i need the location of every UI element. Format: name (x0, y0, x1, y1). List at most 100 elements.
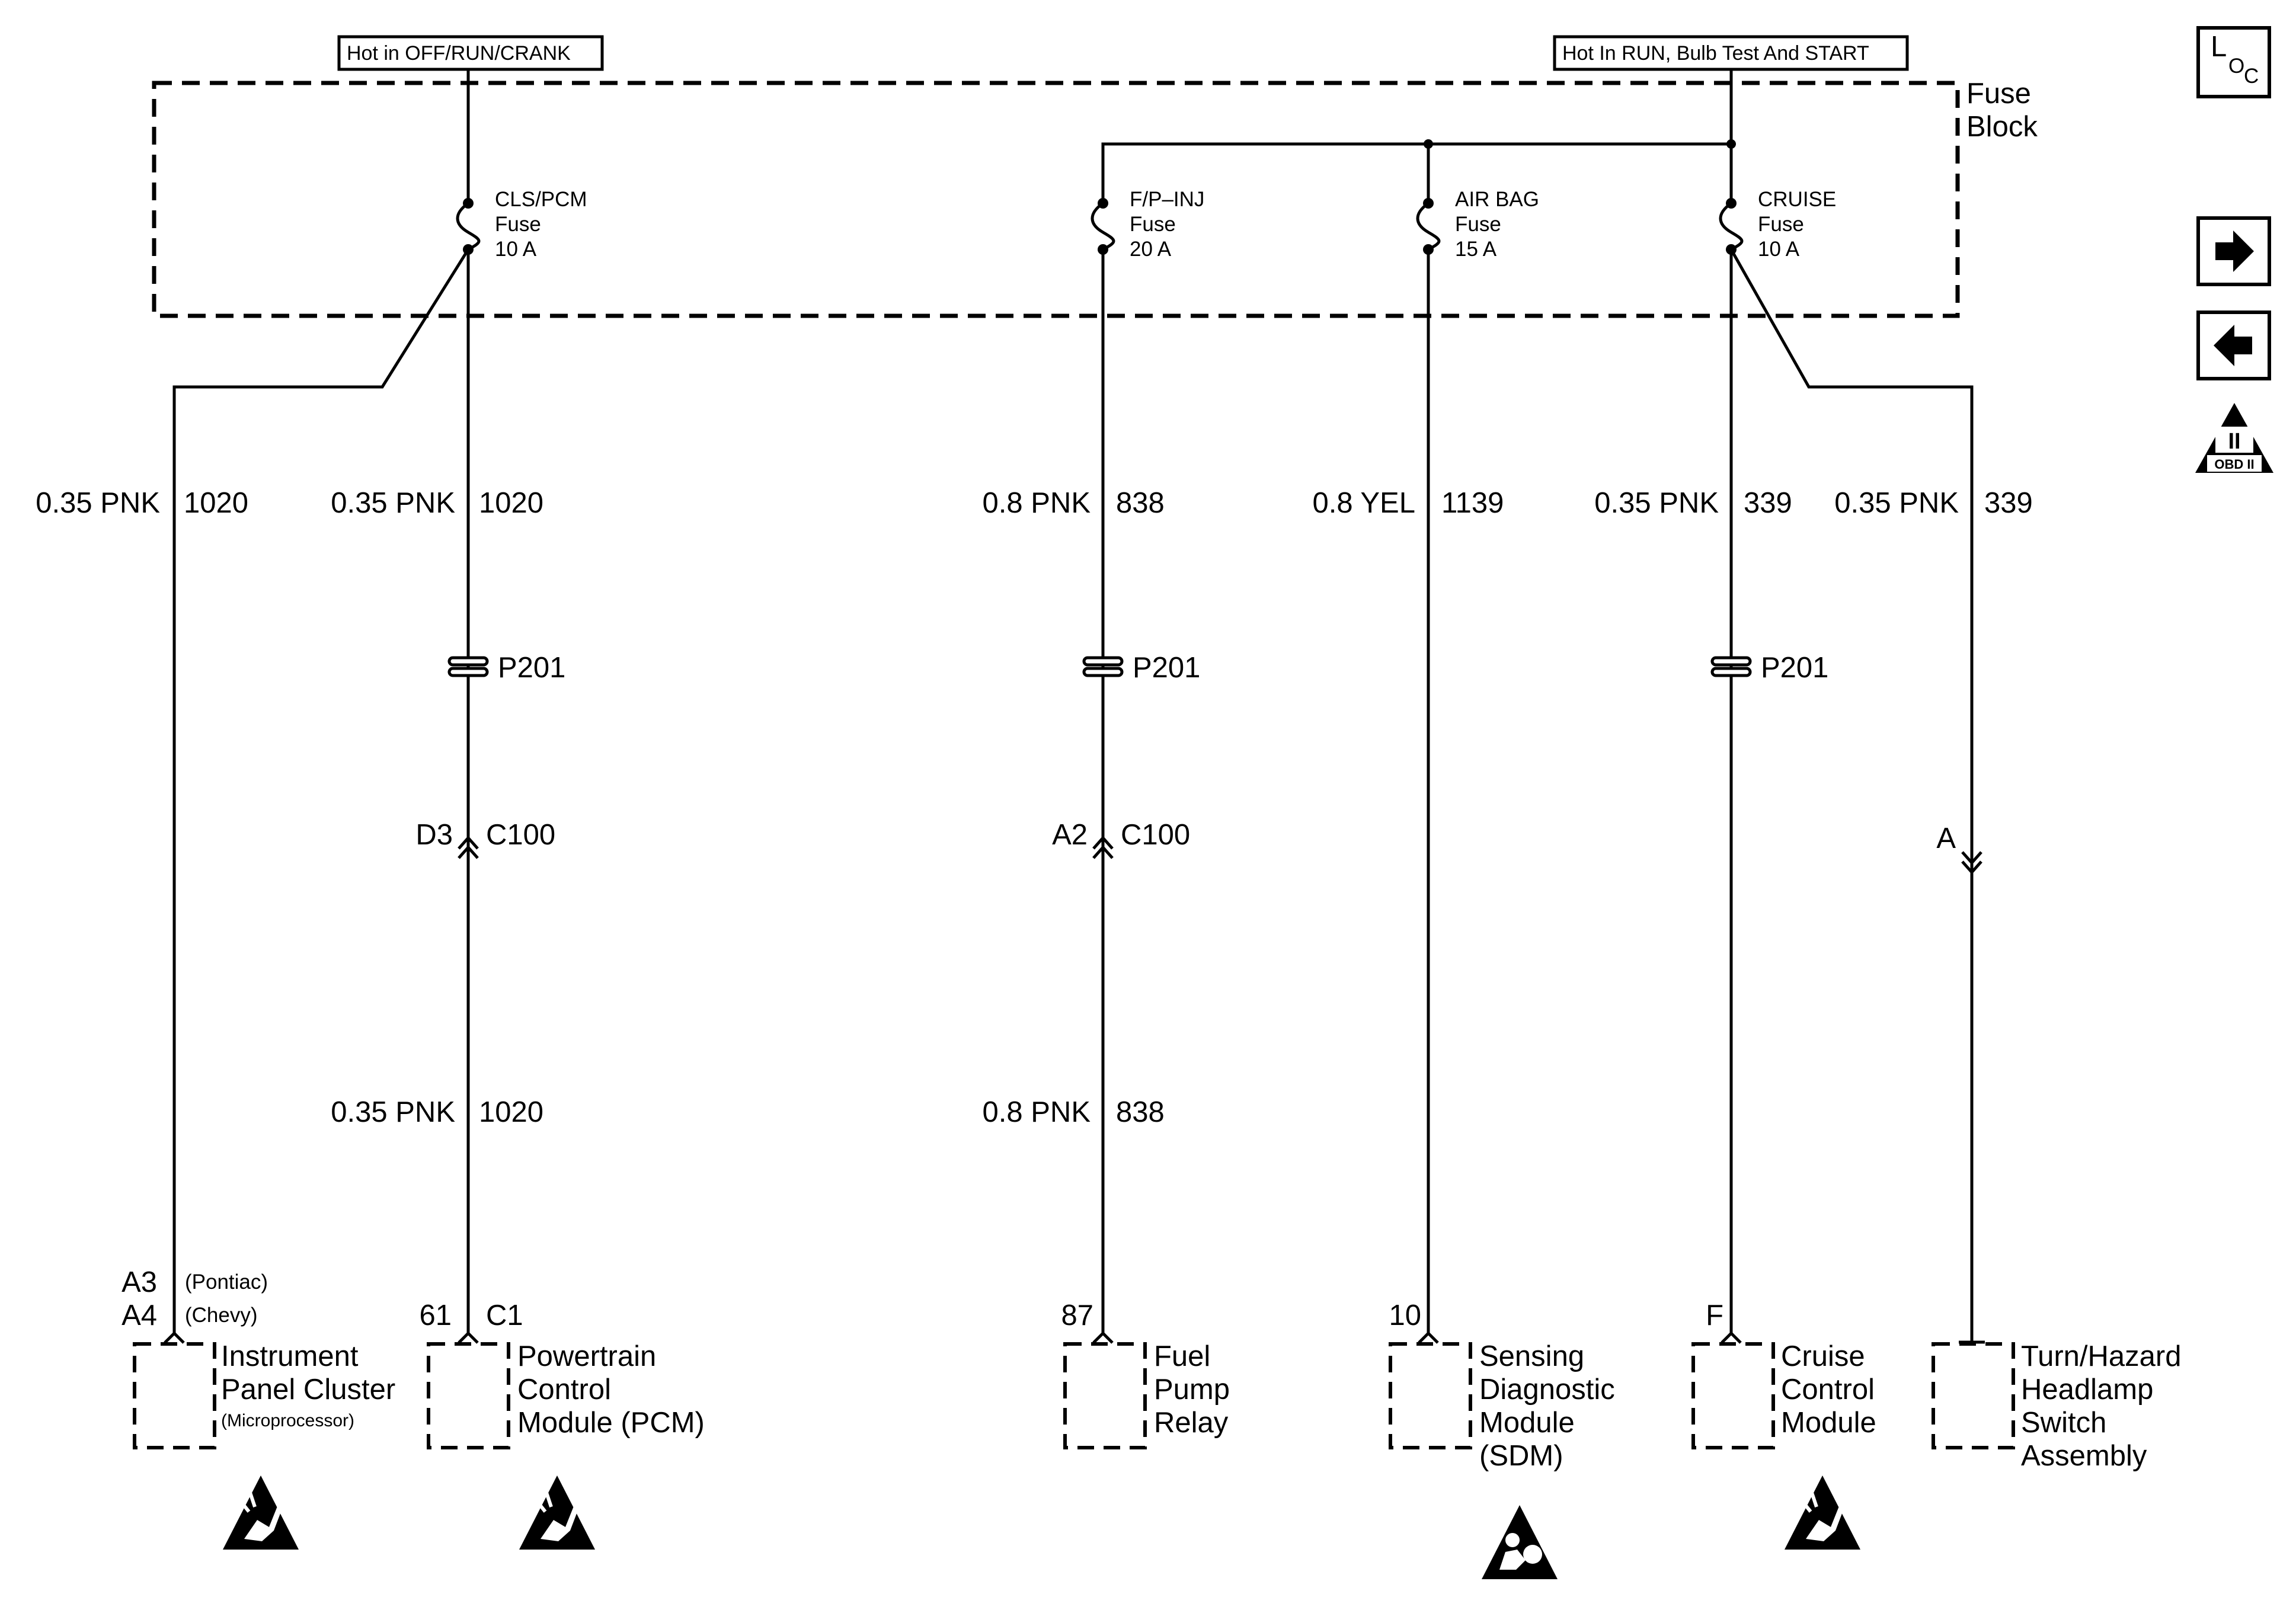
fuse-air-bag (1416, 198, 1441, 255)
pin-label: 10 (1389, 1299, 1421, 1331)
component-label: Diagnostic (1479, 1374, 1615, 1406)
component-label: Switch (2021, 1407, 2106, 1439)
power-label-left: Hot in OFF/RUN/CRANK (337, 35, 604, 71)
wire-gauge: 0.35 PNK (331, 487, 455, 519)
component-label: Pump (1154, 1374, 1230, 1406)
svg-text:OBD II: OBD II (2214, 457, 2254, 472)
fuse-rating: 10 A (1758, 238, 1800, 261)
svg-text:Hot in OFF/RUN/CRANK: Hot in OFF/RUN/CRANK (347, 42, 571, 65)
splice-label: P201 (1761, 652, 1828, 684)
component-label: Instrument (221, 1340, 359, 1372)
airbag-warning-icon (1482, 1505, 1558, 1579)
fuse-block-label-line2: Block (1966, 111, 2038, 143)
fuse-name: CLS/PCM (495, 188, 587, 211)
inline-connector (1961, 851, 1982, 875)
pin-arrow (164, 1331, 185, 1344)
component-label: Relay (1154, 1407, 1229, 1439)
component-label: Turn/Hazard (2021, 1340, 2182, 1372)
fuse-block-border (152, 81, 1960, 318)
pin-arrow (1092, 1331, 1114, 1344)
wire-gauge: 0.35 PNK (1834, 487, 1959, 519)
pin-label: A3 (121, 1266, 157, 1298)
wire-circuit: 838 (1116, 487, 1165, 519)
obd-ii-icon[interactable]: II OBD II (2195, 403, 2273, 473)
svg-text:C: C (2244, 65, 2259, 88)
esd-warning-icon (519, 1475, 595, 1550)
fuse-cls-pcm (456, 198, 481, 255)
power-label-right: Hot In RUN, Bulb Test And START (1553, 35, 1909, 71)
fuse-word: Fuse (1455, 213, 1501, 236)
component-box (1389, 1342, 1472, 1449)
component-label: Cruise (1781, 1340, 1865, 1372)
splice-label: P201 (498, 652, 565, 684)
component-label: Powertrain (517, 1340, 656, 1372)
connector-pin: A2 (1052, 819, 1088, 851)
component-box (1932, 1342, 2015, 1449)
wire-gauge: 0.35 PNK (36, 487, 160, 519)
pass-through-grommet (447, 656, 489, 677)
fuse-rating: 15 A (1455, 238, 1497, 261)
arrow-right-icon[interactable] (2196, 216, 2271, 286)
svg-text:L: L (2211, 31, 2227, 63)
component-label: Headlamp (2021, 1374, 2153, 1406)
pin-label: 87 (1061, 1299, 1093, 1331)
connector-pin: A (1936, 822, 1956, 854)
svg-text:II: II (2228, 429, 2240, 454)
component-label: Control (517, 1374, 611, 1406)
fuse-cruise (1719, 198, 1744, 255)
wire-circuit: 1020 (479, 1096, 543, 1128)
connector-pin: D3 (415, 819, 453, 851)
fuse-name: F/P–INJ (1130, 188, 1204, 211)
component-label: Sensing (1479, 1340, 1584, 1372)
component-box (427, 1342, 510, 1449)
svg-text:O: O (2228, 55, 2244, 78)
connector-name: C100 (1121, 819, 1190, 851)
wire-ipc (172, 248, 470, 1333)
bus-junction (1726, 139, 1736, 149)
component-label: Fuel (1154, 1340, 1210, 1372)
fuse-name: CRUISE (1758, 188, 1836, 211)
component-label: Control (1781, 1374, 1875, 1406)
wire-circuit: 1020 (184, 487, 248, 519)
wire-gauge: 0.35 PNK (1594, 487, 1719, 519)
pin-label: A4 (121, 1299, 157, 1331)
wire-circuit: 339 (1744, 487, 1792, 519)
component-box (133, 1342, 216, 1449)
wire-circuit: 1139 (1441, 487, 1504, 519)
esd-warning-icon (223, 1475, 299, 1550)
fuse-word: Fuse (495, 213, 541, 236)
connector-name: C100 (486, 819, 555, 851)
wire-gauge: 0.35 PNK (331, 1096, 455, 1128)
component-label: Module (1781, 1407, 1876, 1439)
wire-turn-hazard (1729, 248, 1974, 1342)
fuse-name: AIR BAG (1455, 188, 1539, 211)
fuse-word: Fuse (1758, 213, 1804, 236)
pass-through-grommet (1710, 656, 1752, 677)
wire-gauge: 0.8 YEL (1313, 487, 1415, 519)
pin-arrow (1418, 1331, 1439, 1344)
arrow-left-icon[interactable] (2196, 311, 2271, 380)
wire-circuit: 1020 (479, 487, 543, 519)
inline-connector (458, 836, 479, 859)
splice-label: P201 (1133, 652, 1200, 684)
pass-through-grommet (1082, 656, 1124, 677)
pin-arrow (1721, 1331, 1742, 1344)
fuse-fp-inj (1091, 198, 1115, 255)
pin-note: (Chevy) (185, 1304, 258, 1327)
pin-arrow (458, 1331, 479, 1344)
fuse-block-label-line1: Fuse (1966, 78, 2031, 110)
wire-gauge: 0.8 PNK (983, 487, 1091, 519)
fuse-word: Fuse (1130, 213, 1176, 236)
wire-circuit: 339 (1984, 487, 2033, 519)
component-label: Assembly (2021, 1440, 2147, 1472)
wire-gauge: 0.8 PNK (983, 1096, 1091, 1128)
loc-button[interactable]: L O C (2196, 26, 2271, 98)
fuse-rating: 20 A (1130, 238, 1172, 261)
inline-connector (1092, 836, 1114, 859)
bus-bar (1101, 142, 1731, 200)
svg-text:Hot In RUN, Bulb Test And STAR: Hot In RUN, Bulb Test And START (1562, 42, 1869, 65)
component-label: Panel Cluster (221, 1374, 395, 1406)
wire-circuit: 838 (1116, 1096, 1165, 1128)
bus-junction (1424, 139, 1433, 149)
